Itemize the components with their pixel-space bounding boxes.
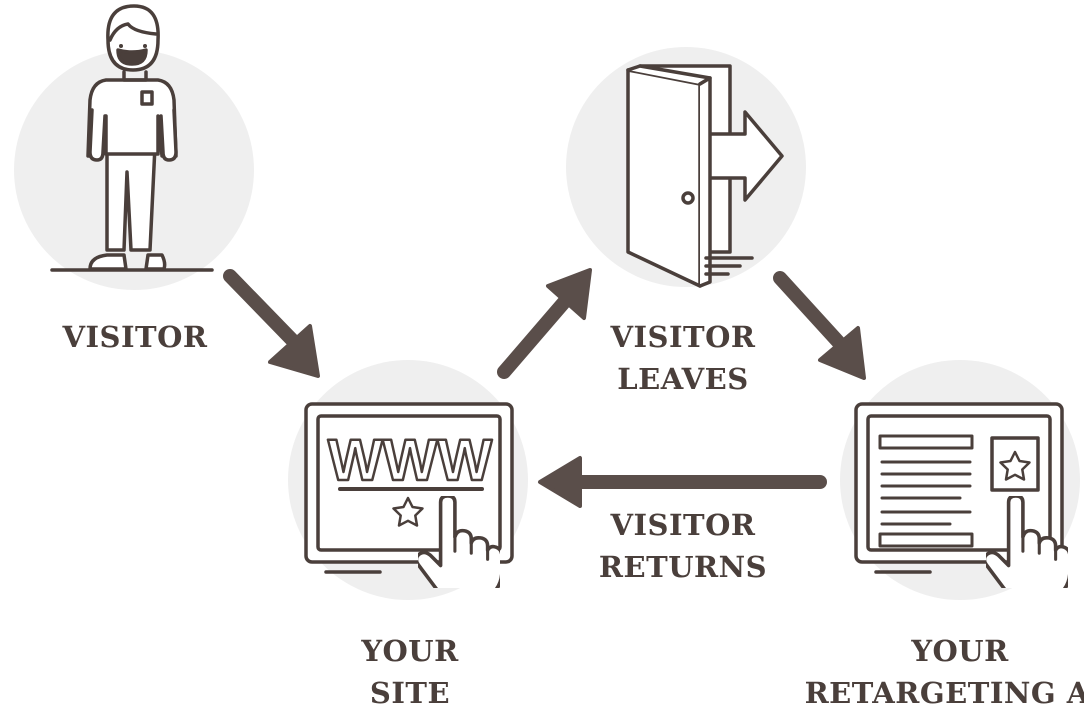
your-site-label-line-2: SITE [369,676,451,710]
star-icon [392,496,424,527]
retargeting-ad-label-line-1: YOUR [911,634,1009,668]
person-icon [50,4,214,272]
visitor-returns-label-line-2: RETURNS [598,550,768,584]
visitor-leaves-label-line-1: VISITOR [610,320,756,354]
visitor-label: VISITOR [30,316,240,358]
www-text: WWW [328,428,492,493]
retargeting-ad-label-line-2: RETARGETING AD [804,676,1084,710]
website-touch-icon: WWW [304,402,514,574]
arrow-leaves-to-ad [773,271,866,380]
your-site-label: YOUR SITE [300,630,520,714]
visitor-returns-label: VISITOR RETURNS [578,504,788,588]
arrow-site-to-leaves [497,268,592,379]
visitor-returns-label-line-1: VISITOR [610,508,756,542]
arrow-visitor-to-site [223,269,320,378]
star-icon [999,450,1031,481]
retargeting-ad-label: YOUR RETARGETING AD [800,630,1084,714]
door-exit-icon [626,64,784,288]
visitor-leaves-label: VISITOR LEAVES [583,316,783,400]
your-site-label-line-1: YOUR [361,634,459,668]
arrow-ad-to-site [538,456,827,508]
visitor-leaves-label-line-2: LEAVES [617,362,749,396]
visitor-label-line-1: VISITOR [62,320,208,354]
